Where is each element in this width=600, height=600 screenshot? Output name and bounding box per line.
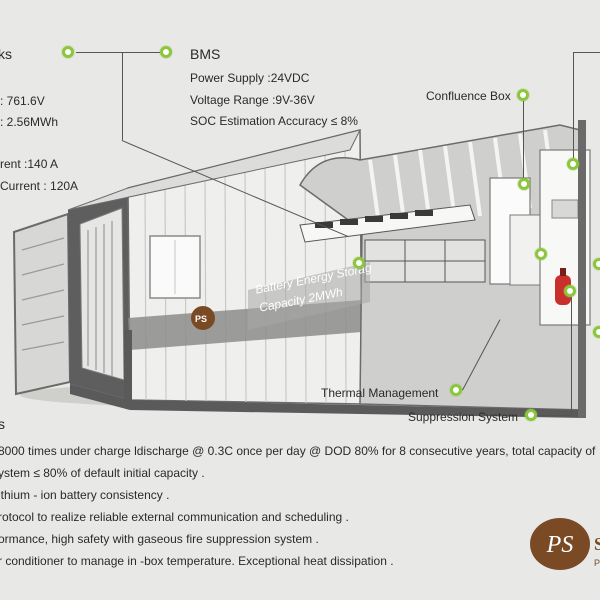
thermal-target-dot xyxy=(535,248,547,260)
suppression-leader-horizontal xyxy=(537,415,571,416)
suppression-system-dot xyxy=(525,409,537,421)
left-door-ribs xyxy=(21,237,65,351)
specs-heading: ks xyxy=(0,46,12,62)
confluence-box-dot xyxy=(517,89,529,101)
ps-logo-circle xyxy=(530,518,590,570)
feature-item: rotocol to realize reliable external com… xyxy=(0,510,349,524)
container-base xyxy=(70,384,585,418)
feature-item: ormance, high safety with gaseous fire s… xyxy=(0,532,319,546)
bms-target-dot xyxy=(353,257,365,269)
confluence-box-label: Confluence Box xyxy=(426,89,511,103)
container-badge-text: PS xyxy=(195,314,208,324)
container-front-door xyxy=(79,207,125,381)
rear-post xyxy=(578,120,586,418)
bms-leader-vertical xyxy=(122,52,123,140)
front-door-ribs xyxy=(87,221,113,376)
container-roof xyxy=(67,129,361,211)
spec-discharge-current: Current : 120A xyxy=(0,179,79,193)
ps-logo-side-text: S xyxy=(594,534,600,554)
container-label-panel xyxy=(248,262,370,330)
bms-power-supply: Power Supply :24VDC xyxy=(190,71,310,85)
suppression-target-dot xyxy=(564,285,576,297)
specs-callout-dot xyxy=(62,46,74,58)
bms-voltage-range: Voltage Range :9V-36V xyxy=(190,93,315,107)
feature-item: ystem ≤ 80% of default initial capacity … xyxy=(0,466,205,480)
right-leader-vertical xyxy=(573,52,574,158)
right-target-dot xyxy=(567,158,579,170)
bms-soc-accuracy: SOC Estimation Accuracy ≤ 8% xyxy=(190,114,358,128)
confluence-leader xyxy=(523,101,524,179)
right-edge-dot xyxy=(593,258,600,270)
feature-item: r conditioner to manage in -box temperat… xyxy=(0,554,394,568)
thermal-management-dot xyxy=(450,384,462,396)
suppression-system-label: Suppression System xyxy=(408,410,519,424)
ps-logo-side-subtext: Pc xyxy=(594,558,600,568)
feature-item: ithium - ion battery consistency . xyxy=(0,488,170,502)
confluence-target-dot xyxy=(518,178,530,190)
thermal-management-label: Thermal Management xyxy=(321,386,439,400)
features-heading: s xyxy=(0,416,5,432)
ps-logo: PS S Pc xyxy=(530,518,600,570)
battery-racks xyxy=(299,204,486,283)
bms-callout-dot xyxy=(160,46,172,58)
right-leader-top xyxy=(573,52,600,53)
spec-capacity: : 2.56MWh xyxy=(0,115,59,129)
suppression-bottles xyxy=(555,268,571,305)
specs-connector-line xyxy=(76,52,160,53)
bms-title: BMS xyxy=(190,46,221,62)
right-edge-dot-lower xyxy=(593,326,600,338)
left-door xyxy=(12,212,72,396)
spec-voltage: : 761.6V xyxy=(0,94,45,108)
spec-charge-current: rent :140 A xyxy=(0,157,59,171)
corner-post xyxy=(124,330,132,402)
suppression-leader-vertical xyxy=(571,294,572,416)
feature-item: 8000 times under charge ldischarge @ 0.3… xyxy=(0,444,596,458)
container-ps-badge xyxy=(191,306,215,330)
ps-logo-text: PS xyxy=(546,532,574,558)
